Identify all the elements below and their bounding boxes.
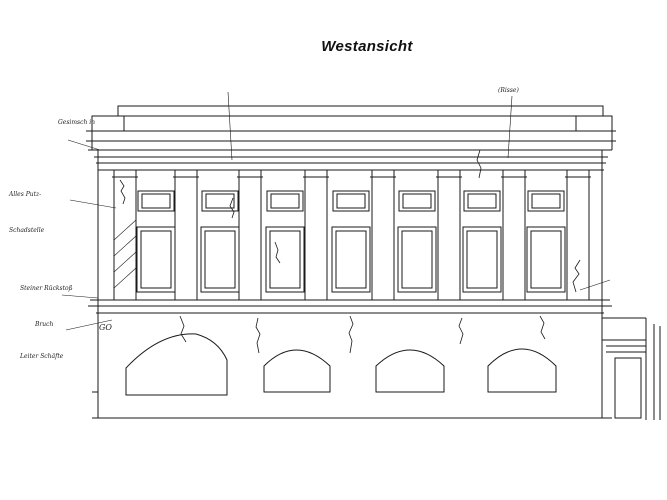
annotation-top: (Risse) xyxy=(498,87,519,94)
annotation-break: Bruch xyxy=(34,321,54,328)
belt-course xyxy=(88,299,612,314)
handwritten-annotations: Gesimsch in Alles Putz- Schadstelle Stei… xyxy=(8,87,519,360)
hatched-area xyxy=(113,219,137,289)
annotation-shafts: Leiter Schäfte xyxy=(19,353,64,360)
level-label: GO xyxy=(99,323,112,332)
leader-lines xyxy=(61,91,611,331)
ground-floor-arches xyxy=(125,333,557,396)
main-cornice xyxy=(94,156,608,171)
crack-markings xyxy=(119,149,581,354)
annotation-plaster: Alles Putz- xyxy=(8,191,41,198)
roof-attic xyxy=(86,105,616,151)
main-windows xyxy=(136,226,566,293)
upper-small-windows xyxy=(137,190,565,212)
annotation-damage: Schadstelle xyxy=(9,227,45,234)
annotation-stone: Steiner Rückstoß xyxy=(20,285,73,292)
annotation-cornice: Gesimsch in xyxy=(58,119,95,126)
outer-walls xyxy=(91,131,613,418)
drawing-title: Westansicht xyxy=(321,38,413,55)
side-annex xyxy=(602,317,661,420)
pilasters xyxy=(112,169,591,301)
